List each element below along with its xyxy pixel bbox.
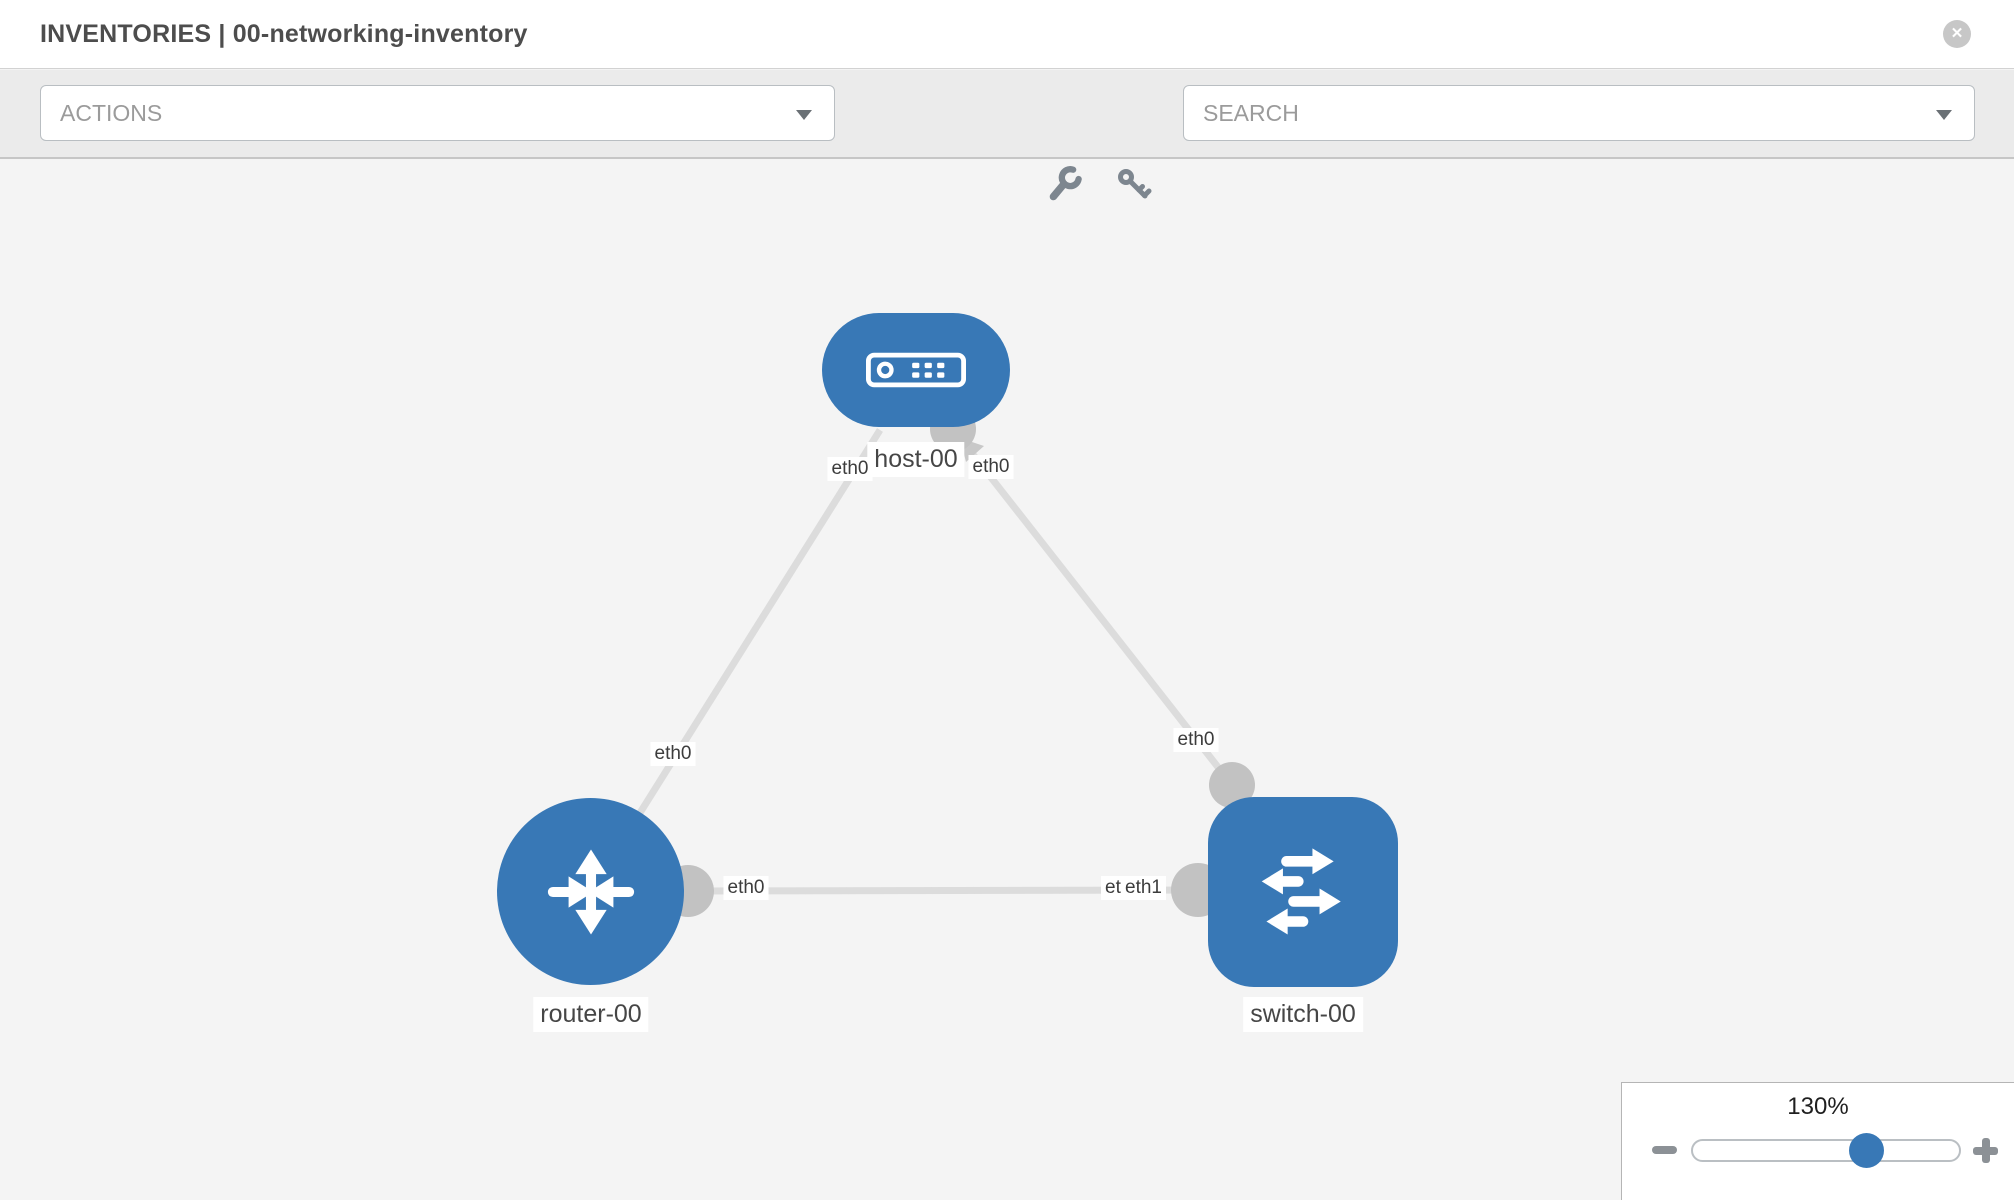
node-router-00[interactable] bbox=[497, 798, 684, 985]
node-switch-00[interactable] bbox=[1208, 797, 1398, 987]
chevron-down-icon bbox=[1936, 110, 1952, 120]
credentials-button[interactable] bbox=[1116, 168, 1154, 206]
configure-button[interactable] bbox=[1046, 166, 1084, 204]
zoom-out-icon[interactable] bbox=[1652, 1146, 1677, 1154]
close-icon[interactable]: ✕ bbox=[1943, 20, 1971, 48]
port-switch-eth0[interactable] bbox=[1209, 762, 1255, 808]
wrench-icon bbox=[1049, 166, 1082, 201]
zoom-slider-handle[interactable] bbox=[1849, 1133, 1884, 1168]
interface-label: eth0 bbox=[1173, 728, 1219, 752]
interface-label: eth0 bbox=[827, 457, 873, 481]
node-label-host: host-00 bbox=[867, 442, 965, 477]
key-icon bbox=[1118, 169, 1152, 199]
toolbar: ACTIONS SEARCH bbox=[0, 70, 2014, 201]
actions-dropdown-label: ACTIONS bbox=[60, 100, 163, 126]
search-dropdown[interactable]: SEARCH bbox=[1183, 85, 1975, 141]
zoom-in-icon[interactable] bbox=[1973, 1138, 1998, 1163]
zoom-level-value: 130% bbox=[1787, 1093, 1849, 1120]
interface-label: eth0 bbox=[723, 876, 769, 900]
window-header: INVENTORIES | 00-networking-inventory ✕ bbox=[0, 0, 2014, 69]
zoom-control-panel: 130% bbox=[1621, 1082, 2014, 1200]
link-host-switch[interactable] bbox=[950, 426, 1235, 788]
chevron-down-icon bbox=[796, 110, 812, 120]
switch-icon bbox=[1261, 848, 1341, 935]
host-icon bbox=[866, 352, 966, 388]
zoom-slider[interactable] bbox=[1691, 1133, 1961, 1168]
interface-label: eth0 bbox=[968, 455, 1014, 479]
plus-bar bbox=[1982, 1138, 1990, 1163]
interface-label: eth0 bbox=[650, 742, 696, 766]
page-title: INVENTORIES | 00-networking-inventory bbox=[40, 20, 528, 48]
search-dropdown-label: SEARCH bbox=[1203, 100, 1299, 126]
topology-canvas[interactable] bbox=[0, 161, 2014, 1200]
interface-label: eth1 bbox=[1121, 876, 1166, 900]
node-label-router: router-00 bbox=[533, 997, 649, 1032]
actions-dropdown[interactable]: ACTIONS bbox=[40, 85, 835, 141]
node-label-switch: switch-00 bbox=[1243, 997, 1363, 1032]
router-icon bbox=[547, 848, 634, 935]
node-host-00[interactable] bbox=[822, 313, 1010, 427]
